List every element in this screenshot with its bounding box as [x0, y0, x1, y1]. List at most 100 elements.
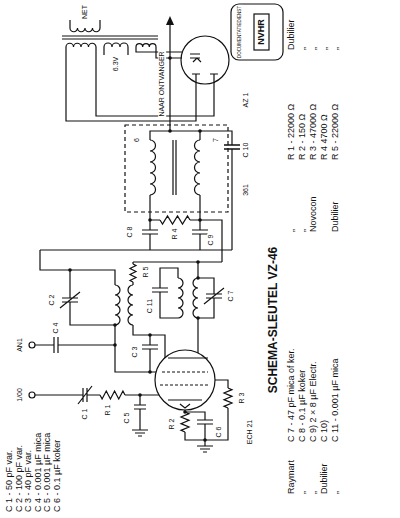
- wire: [113, 343, 117, 347]
- table-cell: „: [331, 47, 341, 50]
- coil-symbol: [150, 140, 156, 195]
- wire: [148, 370, 152, 374]
- part-label: C 9: [207, 234, 215, 247]
- wire: [132, 395, 148, 436]
- table-cell: Dubilier: [287, 19, 297, 50]
- table-cell: C 3 - 40 pF var.: [24, 450, 34, 512]
- table-cell: R 3 - 47000 Ω: [309, 104, 319, 160]
- table-cell: „: [287, 229, 297, 232]
- resistor-symbol: [224, 388, 232, 408]
- coil-symbol: [70, 28, 100, 32]
- tube-type: AZ 1: [242, 92, 250, 109]
- wire: [166, 16, 174, 25]
- coil-symbol: [128, 285, 133, 325]
- tube-type: ECH 21: [246, 419, 254, 446]
- table-cell: „: [298, 229, 308, 232]
- coil-symbol: [136, 44, 156, 47]
- part-label: R 1: [104, 404, 112, 417]
- table-cell: Raymart: [287, 460, 297, 494]
- coil-symbol: [104, 43, 128, 47]
- stamp-text: NVHR: [257, 18, 267, 46]
- wire: [138, 393, 142, 397]
- wiring: [29, 16, 240, 452]
- wire: [68, 56, 207, 442]
- part-label: C 2: [48, 294, 56, 307]
- resistor-symbol: [181, 412, 189, 432]
- table-cell: „: [331, 491, 341, 494]
- wire: [198, 129, 202, 133]
- wire: [196, 260, 200, 264]
- pin-number: 6: [133, 137, 141, 143]
- part-label: C 11: [146, 298, 154, 314]
- part-label: R 5: [142, 266, 150, 279]
- wire: [60, 270, 156, 372]
- part-label: C 7: [227, 290, 235, 303]
- table-cell: C 1 - 50 pF var.: [5, 450, 15, 512]
- wire: [148, 218, 152, 222]
- part-label: R 2: [168, 418, 176, 431]
- wire: [198, 278, 224, 318]
- wire: [29, 342, 35, 348]
- resistor-symbol: [130, 264, 136, 282]
- wire: [148, 333, 152, 337]
- table-cell: R 4 4700 Ω: [320, 114, 330, 160]
- part-label: C 3: [131, 346, 139, 359]
- wire: [150, 24, 232, 250]
- wire: [168, 129, 172, 133]
- terminal-label: AN1: [16, 337, 24, 353]
- wire: [181, 36, 229, 84]
- wire: [142, 195, 222, 262]
- wire: [35, 337, 115, 353]
- voltage-label: 6.3V: [112, 56, 120, 72]
- wire: [62, 20, 158, 39]
- coils-and-resistors: [66, 28, 232, 432]
- table-cell: „: [309, 491, 319, 494]
- part-label: R 4: [171, 228, 179, 241]
- table-cell: C 6 - 0.1 µF koker: [53, 440, 63, 512]
- wire: [190, 54, 218, 82]
- wire: [203, 438, 207, 442]
- table-cell: „: [309, 47, 319, 50]
- table-cell: R 2 - 150 Ω: [298, 114, 308, 160]
- coil-symbol: [115, 285, 120, 325]
- table-cell: Novocon: [309, 196, 319, 232]
- table-cell: „: [298, 47, 308, 50]
- part-label: C 5: [123, 412, 131, 425]
- coil-symbol: [193, 278, 198, 318]
- coil-symbol: [178, 278, 183, 318]
- wire: [125, 125, 228, 212]
- table-cell: C 5 - 0.001 µF mica: [43, 433, 53, 512]
- wire: [198, 218, 202, 222]
- terminal-label: 1/00: [16, 387, 24, 403]
- resistor-symbol: [160, 216, 190, 224]
- part-label: C 6: [215, 426, 223, 439]
- wire: [168, 358, 208, 408]
- wire: [160, 372, 210, 385]
- wire: [231, 4, 283, 60]
- part-label: C 1: [81, 408, 89, 421]
- wire: [29, 392, 35, 398]
- wire: [142, 335, 158, 372]
- resistor-symbol: [100, 391, 125, 399]
- table-cell: C 4 - 0.001 µF mica: [34, 433, 44, 512]
- part-label: C 10: [242, 142, 250, 159]
- table-cell: R 1 - 22000 Ω: [287, 104, 297, 160]
- part-number: 361: [242, 183, 250, 197]
- wire: [155, 350, 215, 410]
- table-cell: „: [320, 47, 330, 50]
- coil-symbol: [195, 140, 201, 195]
- part-label: C 8: [126, 226, 134, 239]
- table-cell: Dubilier: [320, 463, 330, 494]
- table-cell: C 9) 2 × 8 µF Electr.: [309, 362, 319, 442]
- part-label: C 4: [52, 322, 60, 335]
- mixer-tube: [155, 350, 215, 410]
- table-cell: R 5 - 22000 Ω: [331, 104, 341, 160]
- wire: [68, 268, 72, 272]
- wire: [224, 145, 240, 149]
- pin-number: 7: [212, 137, 220, 143]
- wire: [185, 380, 228, 452]
- nvhr-stamp: [231, 4, 283, 60]
- wire: [168, 56, 172, 60]
